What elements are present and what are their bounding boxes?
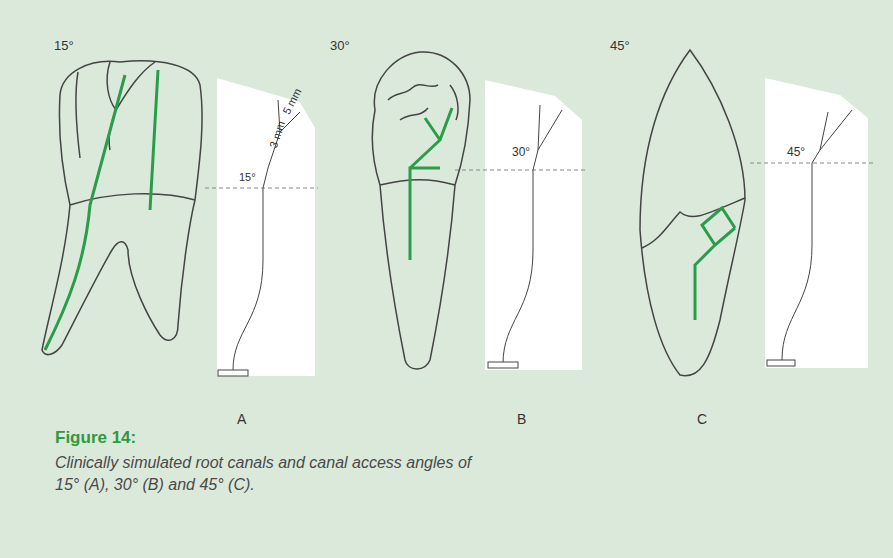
reference-line (205, 188, 318, 189)
molar-outline (42, 61, 202, 355)
angle-label: 15° (239, 172, 256, 183)
panel-letter: C (697, 412, 707, 426)
figure-title: Figure 14: (55, 428, 136, 448)
premolar-detail (380, 85, 458, 185)
angle-label: 45° (787, 146, 805, 158)
canine-outline (640, 50, 745, 376)
root-canal (45, 70, 158, 350)
panel-letter: B (517, 412, 526, 426)
canine-detail (642, 198, 745, 248)
angle-label: 45° (610, 39, 630, 52)
figure-caption: Clinically simulated root canals and can… (55, 452, 485, 495)
canal-path (782, 110, 852, 360)
molar-detail (70, 62, 195, 205)
canal-block (217, 78, 315, 376)
canal-path (503, 105, 562, 364)
canal-path (233, 100, 300, 370)
angle-label: 15° (54, 39, 74, 52)
root-canal (410, 108, 452, 260)
canal-base (488, 362, 518, 368)
premolar-outline (372, 52, 470, 369)
canal-block (765, 78, 868, 368)
reference-line (455, 170, 585, 171)
canal-base (767, 360, 795, 366)
canal-base (218, 370, 248, 376)
root-canal (695, 208, 735, 320)
angle-label: 30° (512, 146, 530, 158)
canal-block (485, 80, 582, 370)
panel-letter: A (237, 412, 246, 426)
angle-label: 30° (330, 39, 350, 52)
